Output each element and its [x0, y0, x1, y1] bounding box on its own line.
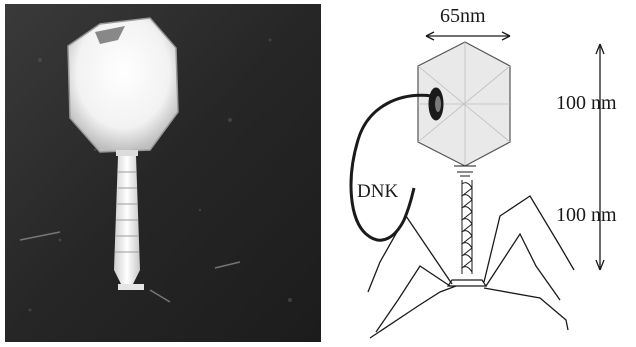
tail-fibers	[368, 196, 574, 338]
tail-height-label: 100 nm	[556, 205, 617, 225]
micrograph-tail	[114, 156, 140, 286]
electron-micrograph	[5, 4, 321, 342]
micrograph-baseplate	[118, 284, 144, 290]
micrograph-collar	[116, 150, 138, 156]
height-scale-arrow	[596, 44, 604, 270]
width-arrow	[426, 32, 510, 40]
dna-label: DNK	[357, 182, 398, 201]
tail-sheath	[462, 180, 472, 274]
micrograph-capsid	[68, 18, 178, 152]
collar	[454, 166, 476, 176]
capsid-width-label: 65nm	[440, 6, 486, 26]
base-plate	[448, 280, 486, 286]
dna-exit-port-highlight	[435, 96, 441, 112]
head-height-label: 100 nm	[556, 93, 617, 113]
